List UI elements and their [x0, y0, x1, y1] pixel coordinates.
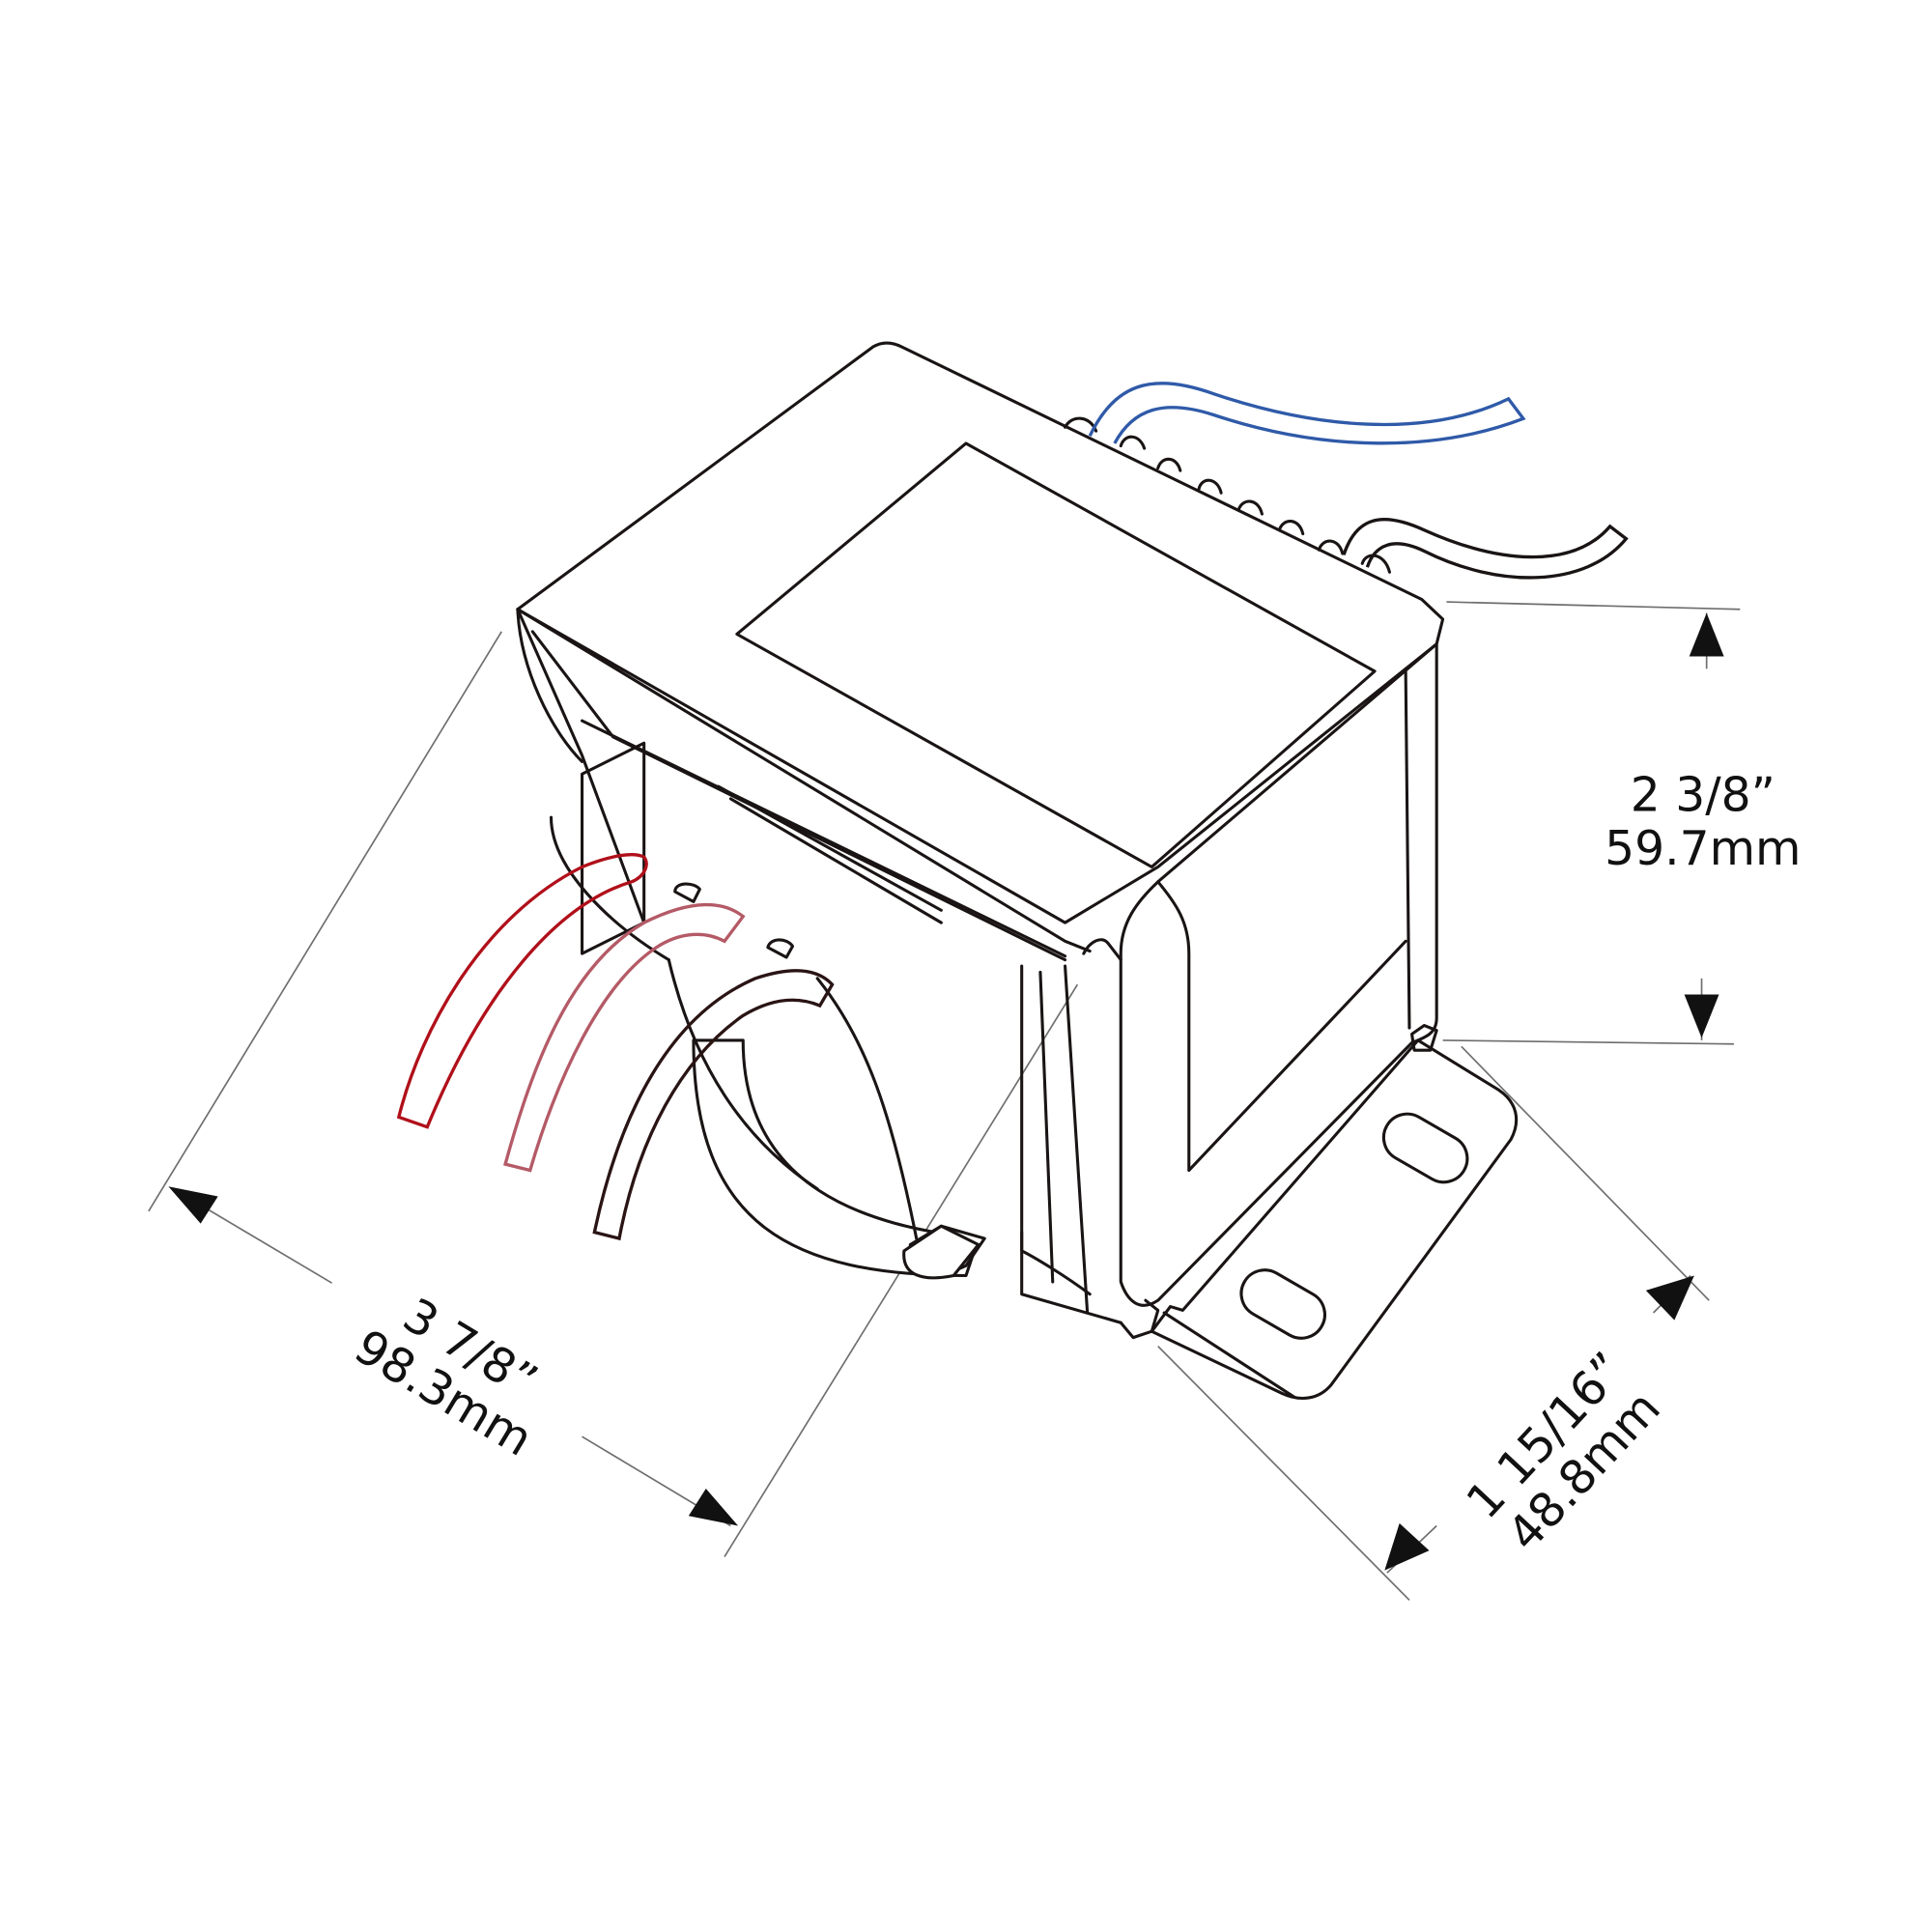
mounting-bracket [1150, 1038, 1519, 1401]
red-lead-wire [396, 853, 648, 1129]
dark-brown-lead-wire [592, 969, 835, 1241]
mounting-slot-lower [1239, 1268, 1326, 1340]
arrow-right-icon [688, 1489, 739, 1526]
terminal-bumps [1064, 416, 1391, 574]
bobbin-flange-left [581, 741, 646, 955]
pink-lead-wire [503, 902, 746, 1173]
arrow-downleft-icon [1384, 1522, 1430, 1571]
arrow-down-icon [1684, 994, 1719, 1038]
arrow-left-icon [168, 1186, 218, 1224]
arrow-up-icon [1689, 612, 1724, 657]
height-imperial: 2 3/8” [1631, 769, 1776, 823]
right-face [1119, 642, 1438, 1307]
dimension-height-label: 2 3/8” 59.7mm [1605, 769, 1801, 876]
dimension-depth-label: 1 15/16” 48.8mm [1457, 1343, 1671, 1562]
mounting-slot-upper [1381, 1112, 1469, 1184]
blue-lead-wire [1088, 382, 1526, 445]
left-foot-tab [902, 1224, 980, 1280]
label-plate [735, 441, 1377, 868]
dimension-arrows [168, 612, 1724, 1571]
black-top-lead-wire [1342, 517, 1629, 580]
dimension-length-label: 3 7/8” 98.3mm [345, 1289, 546, 1467]
height-metric: 59.7mm [1605, 822, 1801, 876]
coil-winding [692, 1038, 980, 1278]
transformer-body [516, 341, 1519, 1401]
arrow-upright-icon [1645, 1275, 1694, 1321]
top-face [516, 341, 1445, 924]
lead-wires [396, 382, 1629, 1241]
